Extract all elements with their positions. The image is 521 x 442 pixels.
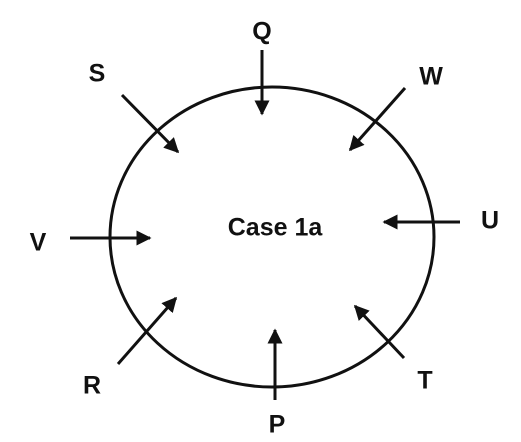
- label-r: R: [83, 372, 101, 400]
- label-w: W: [419, 63, 443, 91]
- center-label: Case 1a: [228, 214, 324, 242]
- label-t: T: [417, 367, 432, 395]
- arrow-r: [116, 296, 178, 365]
- label-s: S: [89, 60, 106, 88]
- arrow-s: [120, 93, 180, 154]
- arrow-t: [353, 304, 406, 360]
- label-v: V: [30, 229, 47, 257]
- label-u: U: [481, 207, 499, 235]
- label-q: Q: [252, 18, 271, 46]
- arrow-w: [348, 87, 407, 152]
- label-p: P: [269, 411, 286, 439]
